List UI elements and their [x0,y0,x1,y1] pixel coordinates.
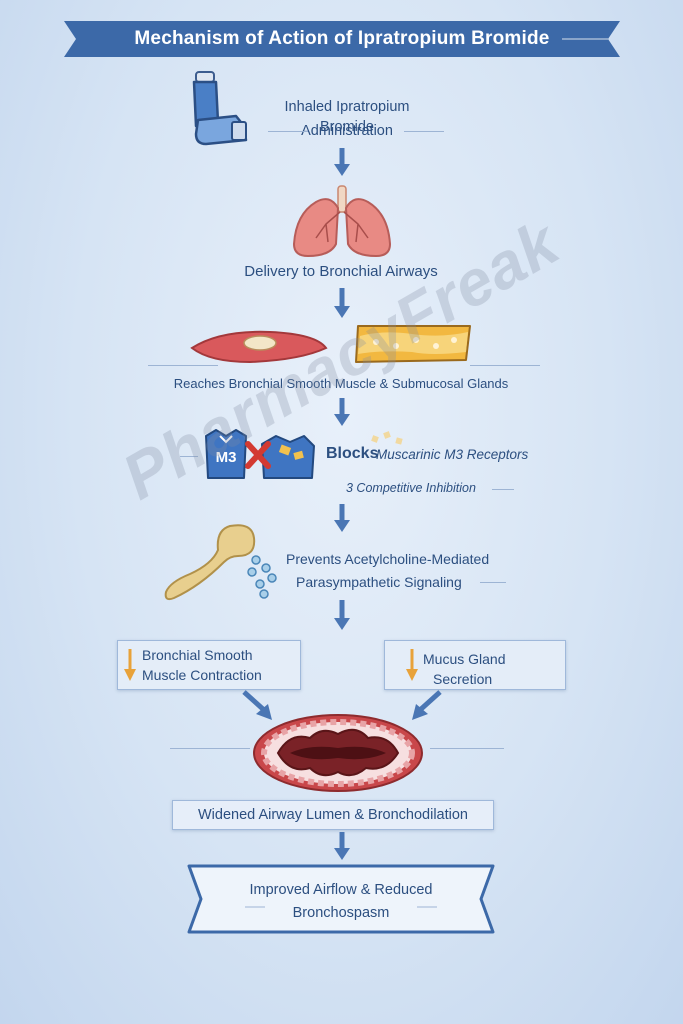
flow-arrow [334,398,350,426]
result-box: Widened Airway Lumen & Bronchodilation [172,800,494,830]
nerve-terminal-icon [164,524,277,601]
effect-right-line-2: Secretion [433,671,493,687]
result-label: Widened Airway Lumen & Bronchodilation [197,807,468,823]
outcome-frame [187,864,495,934]
step-5-line-1: Prevents Acetylcholine-Mediated [286,551,490,567]
step-4-bold: Blocks [326,445,379,462]
step-2-label: Delivery to Bronchial Airways [244,263,438,280]
divider [470,365,540,366]
divider [480,582,506,583]
airway-lumen-icon [253,714,423,792]
effect-box-mucus: Mucus Gland Secretion [384,640,566,690]
smooth-muscle-icon [190,330,328,364]
decrease-arrow-icon [406,649,418,681]
step-1-line-1: Inhaled Ipratropium Bromide [284,99,410,135]
divider [180,456,198,457]
title-banner: Mechanism of Action of Ipratropium Bromi… [64,19,620,59]
step-3-label: Reaches Bronchial Smooth Muscle & Submuc… [173,376,509,391]
divider [148,365,218,366]
m3-label: M3 [215,449,237,466]
molecule-dots-icon [371,431,403,445]
submucosal-gland-icon [355,325,471,363]
lungs-icon [292,185,392,258]
effect-left-line-2: Muscle Contraction [142,667,262,683]
converge-arrow-left [242,690,272,720]
effect-box-smooth-muscle: Bronchial Smooth Muscle Contraction [117,640,301,690]
page-title: Mechanism of Action of Ipratropium Bromi… [134,28,550,49]
step-4-sublabel: 3 Competitive Inhibition [346,481,476,495]
flow-arrow [334,288,350,318]
divider [268,131,308,132]
banner-ribbon [64,21,620,57]
step-1-line-2: Administration [301,123,393,139]
flow-arrow [334,504,350,532]
divider [170,748,250,749]
step-5-line-2: Parasympathetic Signaling [296,574,462,590]
flow-arrow [334,832,350,860]
divider [492,489,514,490]
step-4-label: Muscarinic M3 Receptors [376,447,529,462]
outcome-line-1: Improved Airflow & Reduced [249,882,433,898]
flow-arrow [334,600,350,630]
flow-arrow [334,148,350,176]
effect-left-line-1: Bronchial Smooth [142,647,253,663]
outcome-line-2: Bronchospasm [292,905,390,921]
divider [404,131,444,132]
effect-right-line-1: Mucus Gland [423,651,506,667]
decrease-arrow-icon [124,649,136,681]
m3-receptor-icon [205,429,315,479]
inhaler-icon [192,71,248,146]
converge-arrow-right [412,690,442,720]
divider [430,748,504,749]
